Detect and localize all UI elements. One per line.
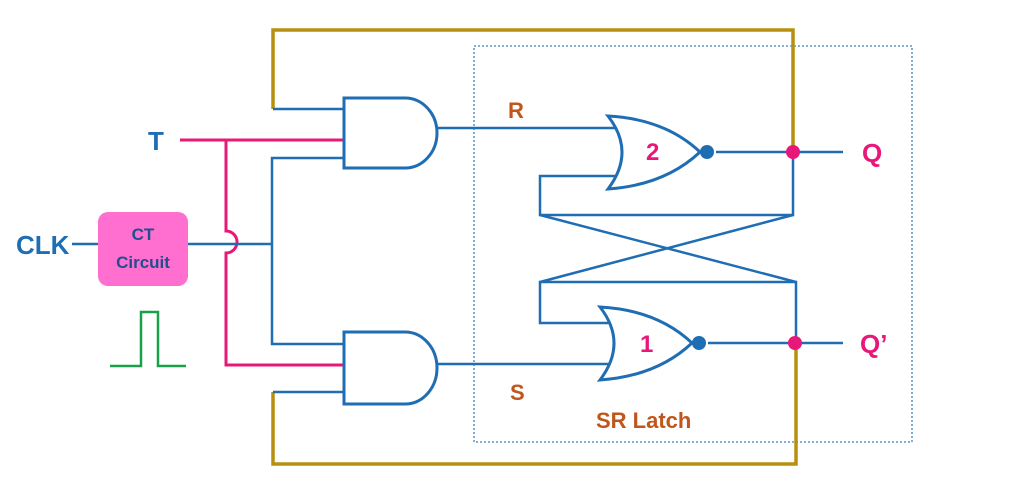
sr-latch-label: SR Latch	[596, 408, 691, 433]
clock-pulse-icon	[110, 310, 186, 368]
feedback-wires	[271, 28, 798, 466]
clk-label: CLK	[16, 230, 70, 260]
feedback-wire-qbar	[271, 343, 798, 466]
ct-label-line1: CT	[132, 225, 155, 244]
ct-label-line2: Circuit	[116, 253, 170, 272]
ct-circuit-box	[98, 212, 188, 286]
nor-gate-2-bubble	[700, 145, 714, 159]
and-gate-top	[342, 96, 439, 170]
nor-gate-1	[596, 305, 695, 382]
s-label: S	[510, 380, 525, 405]
gate-1-label: 1	[640, 331, 653, 358]
r-label: R	[508, 98, 524, 123]
qbar-junction-dot	[788, 336, 802, 350]
q-label: Q	[862, 138, 882, 168]
sr-latch-boundary	[473, 45, 913, 443]
nor-gate-2	[604, 114, 703, 191]
gate-2-label: 2	[646, 139, 659, 166]
signal-wires	[72, 107, 843, 394]
nor-gate-1-bubble	[692, 336, 706, 350]
and-gate-bottom	[342, 330, 439, 406]
q-bar-label: Q’	[860, 329, 887, 359]
q-junction-dot	[786, 145, 800, 159]
t-input-wires	[180, 138, 344, 367]
feedback-wire-q	[271, 28, 795, 152]
t-label: T	[148, 126, 164, 156]
